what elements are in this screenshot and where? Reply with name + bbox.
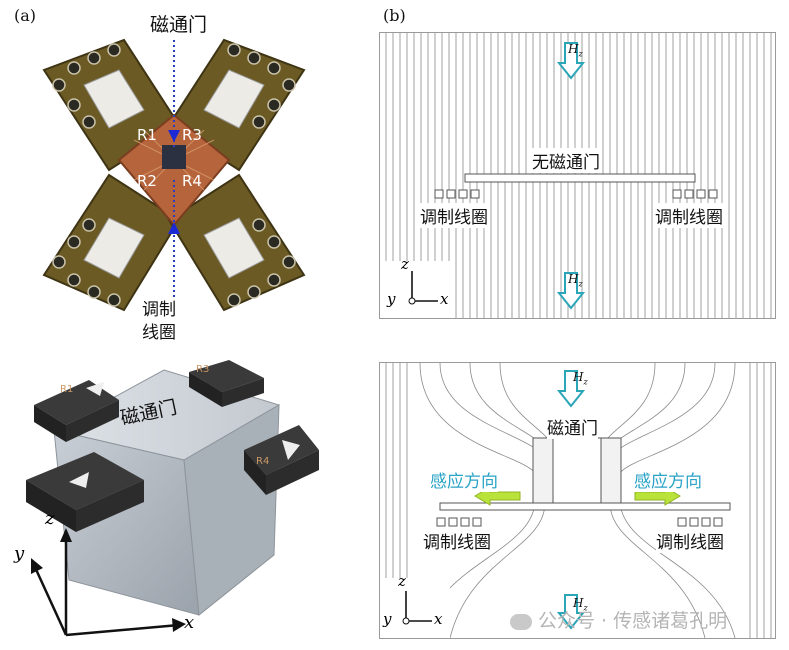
- cube-model-illustration: [26, 360, 319, 637]
- plate-no-fluxgate: [464, 173, 696, 183]
- fluxgate-label-b: 磁通门: [547, 414, 598, 439]
- sim-with-fluxgate-field-lines: [380, 363, 772, 638]
- axis-x-bottom: x: [434, 610, 443, 628]
- hz-label-bottom: Hz: [568, 272, 583, 289]
- axis-y-bottom: y: [383, 610, 392, 628]
- panel-b-label: (b): [383, 6, 406, 25]
- coil-block-right-back: [189, 360, 264, 407]
- axis-z-top: z: [401, 255, 409, 273]
- direction-label-left: 感应方向: [430, 467, 498, 492]
- hz-arrow-top: [556, 42, 586, 80]
- axis-label-z-cube: z: [45, 508, 55, 529]
- hz-arrow-bottom: [556, 272, 586, 310]
- axis-z-bottom: z: [398, 572, 406, 590]
- coil-label-right-top: 调制线圈: [655, 203, 723, 228]
- block-label-r1: R1: [60, 384, 74, 395]
- wechat-icon: [510, 613, 532, 630]
- hz-arrow-top-b: [556, 370, 586, 408]
- sensor-board-photo: [14, 30, 334, 315]
- sensor-chip: [162, 145, 186, 169]
- watermark: 公众号 · 传感诸葛孔明: [510, 606, 727, 633]
- axis-label-x-cube: x: [184, 612, 195, 633]
- sim-no-fluxgate-field-lines: [380, 33, 772, 318]
- block-label-r4: R4: [256, 456, 270, 467]
- coil-label-left-bottom: 调制线圈: [423, 528, 491, 553]
- coil-label-right-bottom: 调制线圈: [656, 528, 724, 553]
- coil-label-line1: 调制: [142, 300, 176, 320]
- sensor-board-illustration: [42, 38, 306, 312]
- hz-label-top-b: Hz: [573, 370, 588, 387]
- panel-a-label: (a): [14, 6, 37, 25]
- axis-x-top: x: [440, 290, 449, 308]
- sensor-label-r4: R4: [182, 172, 202, 190]
- sensor-label-r1: R1: [137, 126, 157, 144]
- plate-with-fluxgate: [439, 502, 731, 511]
- sensor-label-r2: R2: [137, 172, 157, 190]
- hz-label-bottom-b: Hz: [573, 596, 588, 613]
- axis-label-y-cube: y: [14, 543, 25, 564]
- coil-block-right-side: [244, 425, 319, 495]
- axis-y-top: y: [387, 290, 396, 308]
- direction-label-right: 感应方向: [634, 467, 702, 492]
- sim-with-fluxgate: [379, 362, 776, 639]
- no-fluxgate-label: 无磁通门: [532, 148, 600, 173]
- coil-label-left-top: 调制线圈: [420, 203, 488, 228]
- sensor-label-r3: R3: [182, 126, 202, 144]
- cube-model: [14, 360, 334, 645]
- flux-gate-label-top: 磁通门: [150, 14, 208, 36]
- hz-label-top: Hz: [568, 42, 583, 59]
- sim-no-fluxgate: [379, 32, 776, 319]
- block-label-r3: R3: [196, 364, 210, 375]
- coil-label-line2: 线圈: [142, 323, 176, 343]
- coil-block-front: [26, 452, 144, 532]
- hz-arrow-bottom-b: [556, 594, 586, 630]
